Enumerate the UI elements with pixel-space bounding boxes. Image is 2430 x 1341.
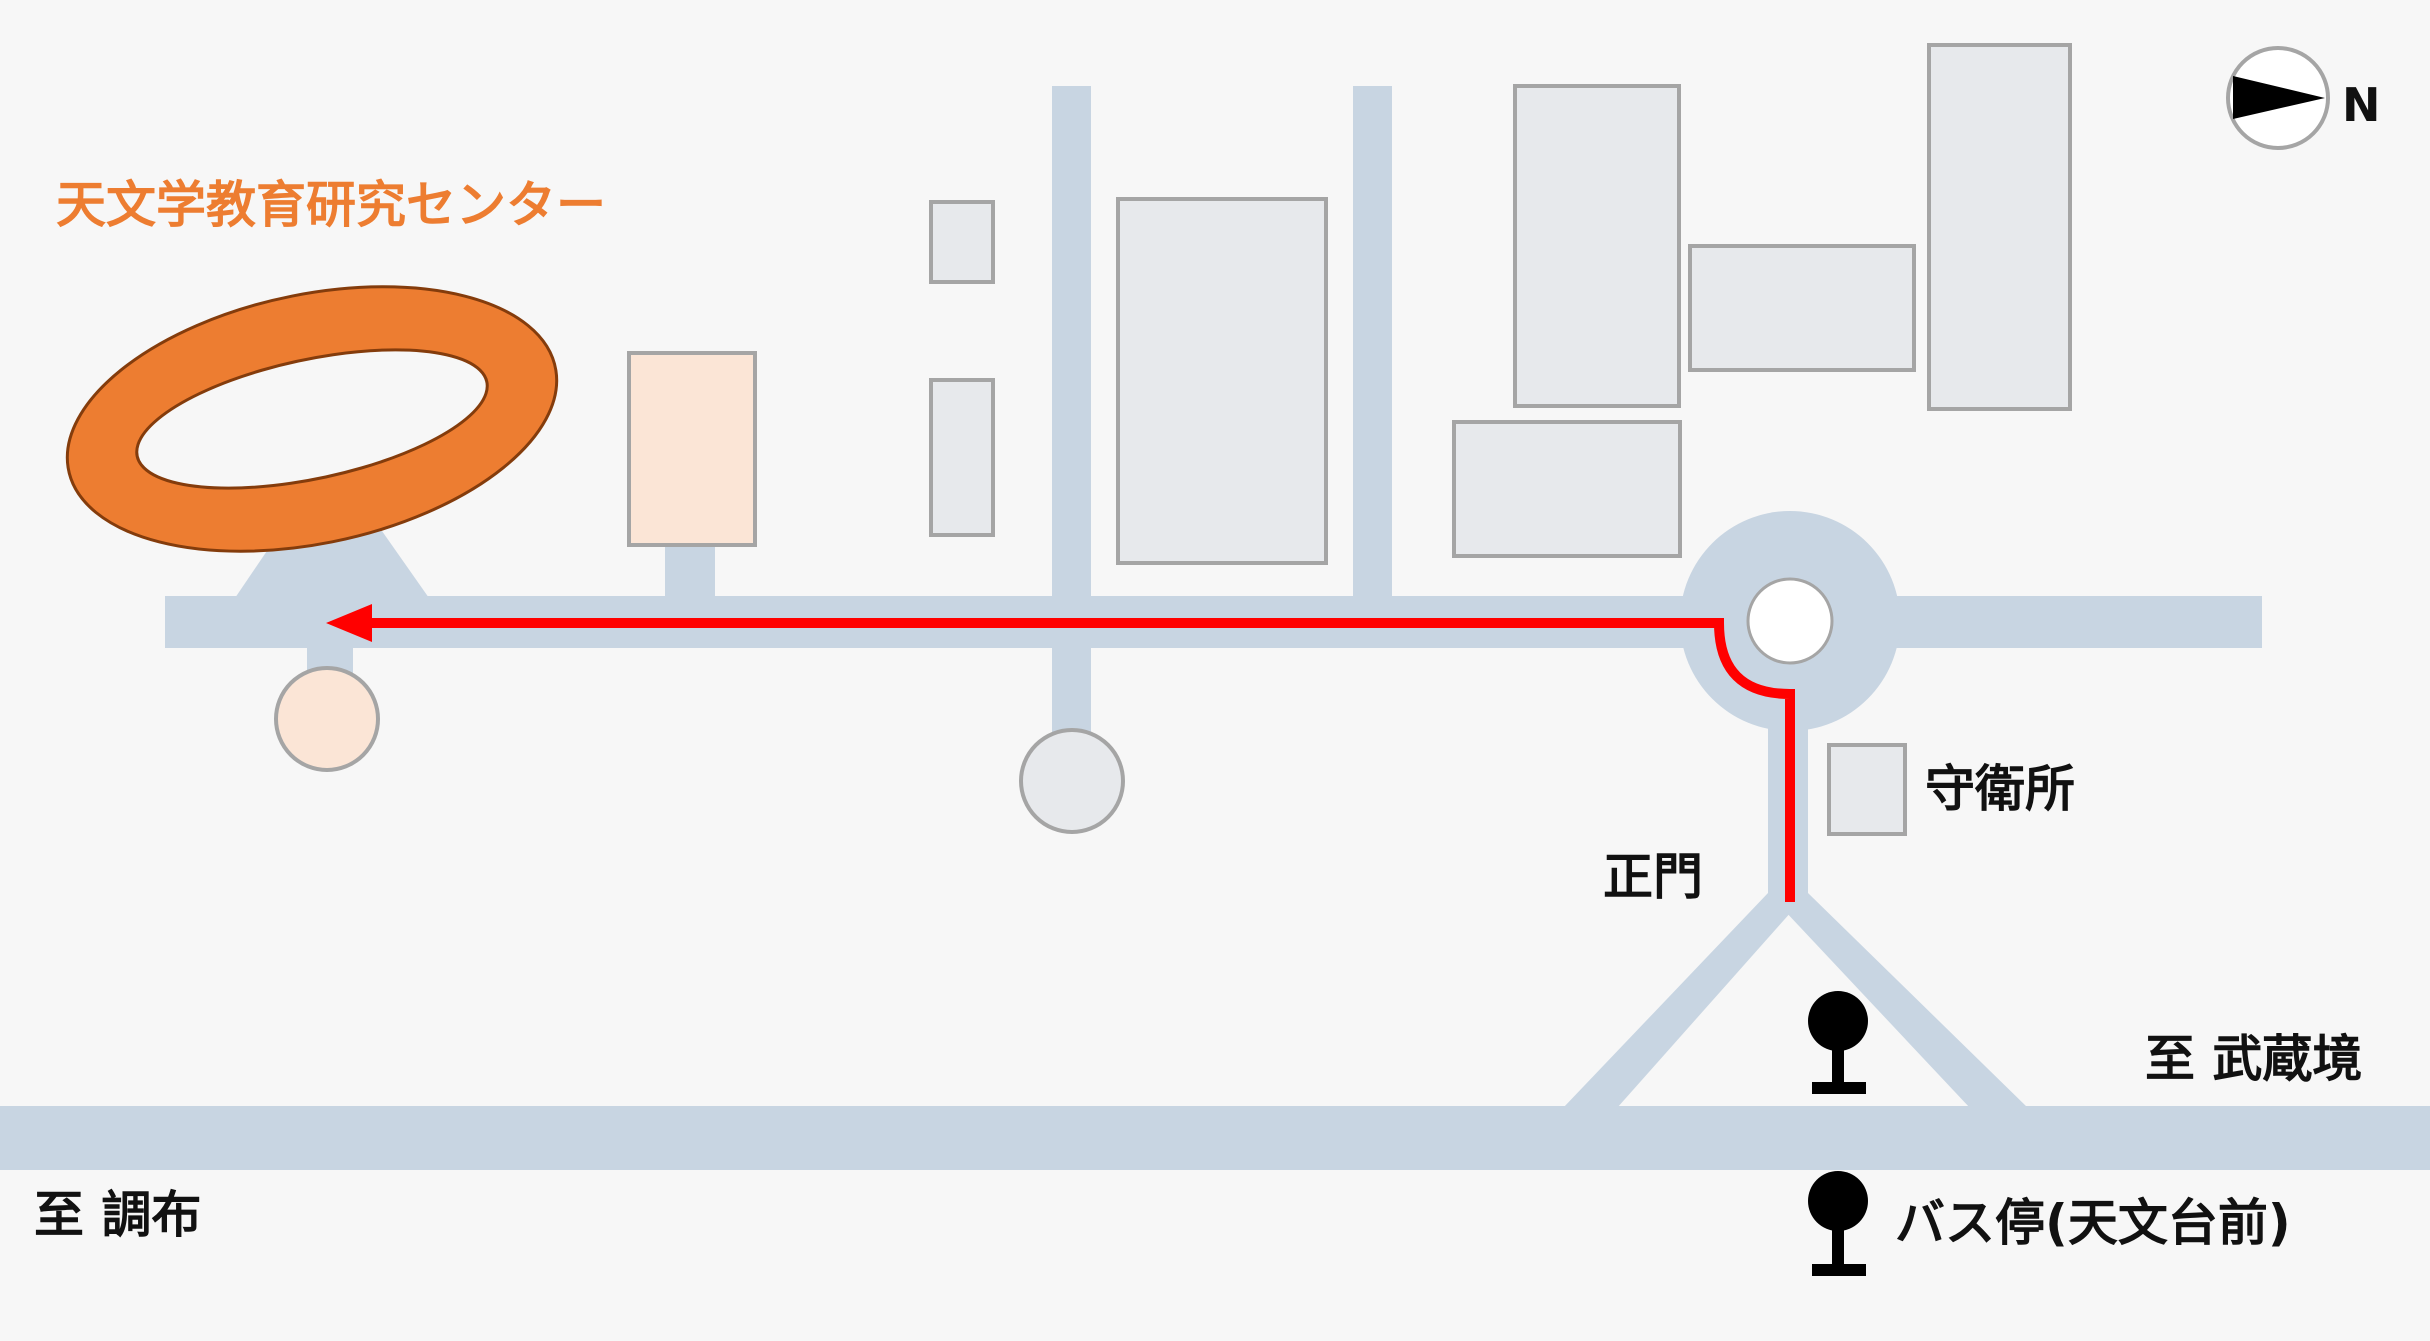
direction-chofu-label: 至 調布	[34, 1186, 202, 1244]
dome-building	[1019, 728, 1125, 834]
gate-fork-left	[1563, 893, 1808, 1108]
road-to-annex	[665, 545, 715, 598]
route-arrowhead	[326, 604, 372, 642]
gate-fork-right	[1768, 893, 2028, 1108]
small-dome	[274, 666, 380, 772]
building-northeast-1	[1513, 84, 1681, 408]
direction-musashisakai-label: 至 武蔵境	[2145, 1030, 2363, 1088]
route	[326, 604, 1795, 902]
campus-road-vertical-2	[1353, 86, 1392, 598]
observatory-ring	[65, 285, 559, 553]
building-small-2	[929, 378, 995, 537]
bus-stop-icon	[1808, 991, 1868, 1094]
building-near-roundabout	[1452, 420, 1682, 558]
annex-building	[627, 351, 757, 547]
bus-stop-legend-icon	[1808, 1171, 1868, 1276]
route-line	[370, 618, 1795, 902]
guardhouse-building	[1827, 743, 1907, 836]
buildings	[929, 43, 2072, 836]
building-northeast-3	[1927, 43, 2072, 411]
campus-road-vertical-1	[1052, 86, 1091, 598]
bus-stop-label: バス停(天文台前)	[1895, 1194, 2291, 1252]
building-small-1	[929, 200, 995, 284]
map-title: 天文学教育研究センター	[56, 176, 606, 234]
compass-label: N	[2342, 78, 2381, 132]
roundabout-island	[1746, 577, 1834, 665]
main-road	[0, 1106, 2430, 1170]
guardhouse-label: 守衛所	[1925, 760, 2075, 818]
building-center	[1116, 197, 1328, 565]
building-northeast-2	[1688, 244, 1916, 372]
road-to-circle	[1052, 646, 1091, 736]
main-gate-label: 正門	[1603, 848, 1703, 906]
compass-icon	[2226, 46, 2330, 150]
